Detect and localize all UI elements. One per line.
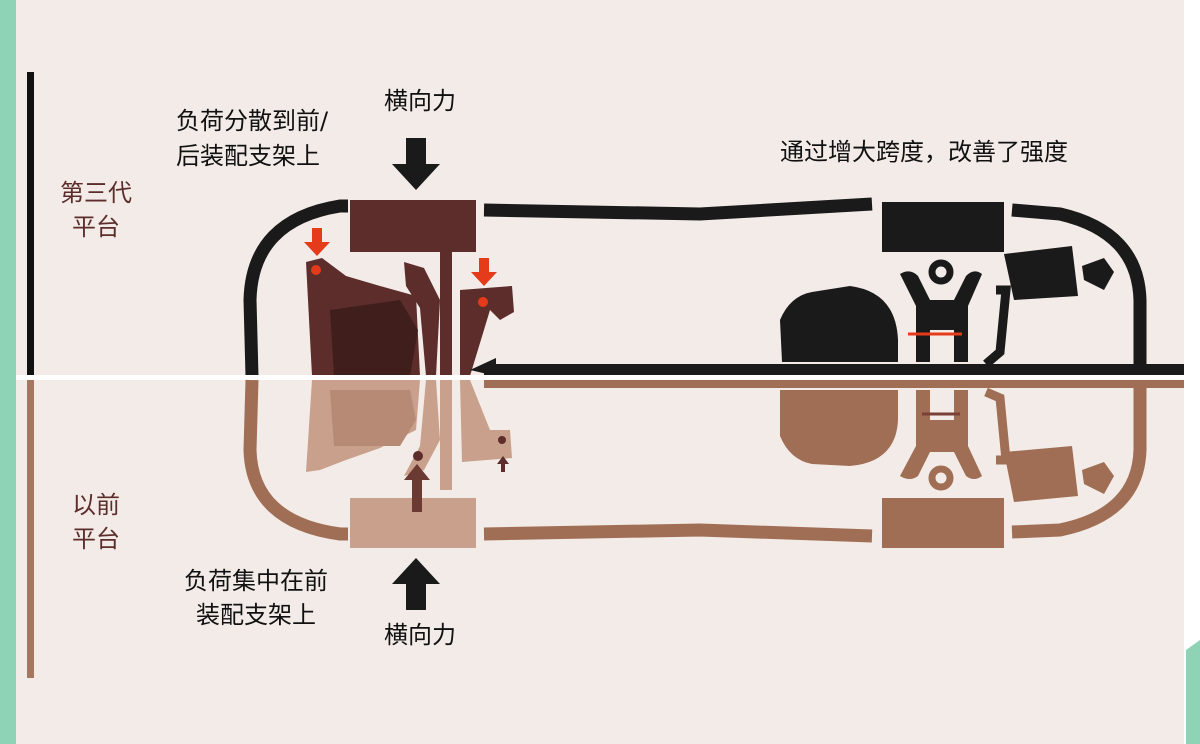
previous-mount-load-arrow-icon <box>404 464 430 512</box>
previous-steering-column <box>440 380 452 490</box>
third-gen-exhaust-pipe <box>983 285 1011 368</box>
third-gen-chassis <box>243 138 1184 377</box>
third-gen-steering-link <box>404 262 440 376</box>
third-gen-rear-mount-block <box>882 202 1004 252</box>
front-mount-point-icon <box>311 265 321 275</box>
previous-rear-mount-point-icon <box>498 436 506 444</box>
third-gen-driveshaft <box>484 364 1184 376</box>
third-gen-load-description: 负荷分散到前/ 后装配支架上 <box>176 107 329 170</box>
previous-section-bar <box>27 380 34 678</box>
previous-chassis <box>243 379 1184 610</box>
previous-frame-side <box>483 523 873 543</box>
third-gen-frame-front <box>243 199 348 377</box>
third-gen-rear-bushing-icon <box>928 259 954 285</box>
third-gen-driveshaft-joint <box>470 358 496 376</box>
third-gen-lateral-force-label: 横向力 <box>384 87 456 115</box>
third-gen-steering-column <box>440 240 452 376</box>
previous-steering-link <box>404 380 440 476</box>
third-gen-platform-label: 第三代 平台 <box>60 179 132 242</box>
previous-load-description: 负荷集中在前 装配支架上 <box>184 567 328 630</box>
rear-mount-load-arrow-icon <box>471 258 497 286</box>
previous-rear-mount-bracket <box>460 380 512 462</box>
previous-frame-front <box>243 379 348 541</box>
previous-lateral-force-arrow-icon <box>392 558 440 610</box>
previous-exhaust-pipe <box>984 387 1011 465</box>
previous-rear-bushing-icon <box>928 465 954 491</box>
front-mount-load-arrow-icon <box>304 228 330 256</box>
rear-mount-point-icon <box>478 297 488 307</box>
previous-exhaust-tip <box>1082 462 1114 494</box>
previous-rear-diff-housing <box>780 390 898 466</box>
third-gen-rear-mount-bracket <box>460 286 514 376</box>
section-divider <box>16 375 1184 380</box>
previous-rear-mount-block <box>882 498 1004 548</box>
third-gen-exhaust-tip <box>1082 258 1114 290</box>
span-strength-caption: 通过增大跨度，改善了强度 <box>780 138 1068 166</box>
third-gen-section-bar <box>27 72 34 376</box>
right-margin <box>1184 0 1200 744</box>
previous-frame-rear <box>1011 380 1147 539</box>
third-gen-front-mount-block <box>350 200 476 252</box>
third-gen-engine-block <box>330 300 418 376</box>
previous-rear-subframe <box>900 390 982 479</box>
previous-rear-muffler <box>1004 446 1078 502</box>
third-gen-rear-subframe <box>900 271 982 362</box>
left-accent-strip <box>0 0 16 744</box>
previous-platform-label: 以前 平台 <box>72 491 120 554</box>
third-gen-lateral-force-arrow-icon <box>392 138 440 190</box>
third-gen-frame-side <box>483 197 873 221</box>
third-gen-rear-muffler <box>1004 246 1078 300</box>
third-gen-rear-diff-housing <box>780 286 898 362</box>
previous-lateral-force-label: 横向力 <box>384 621 456 649</box>
previous-front-mount-point-icon <box>413 451 423 461</box>
previous-small-arrow-icon <box>497 456 509 472</box>
previous-driveshaft <box>484 380 1184 388</box>
third-gen-frame-rear <box>1011 203 1147 376</box>
right-accent-corner <box>1186 640 1200 744</box>
previous-engine-block <box>330 390 416 446</box>
